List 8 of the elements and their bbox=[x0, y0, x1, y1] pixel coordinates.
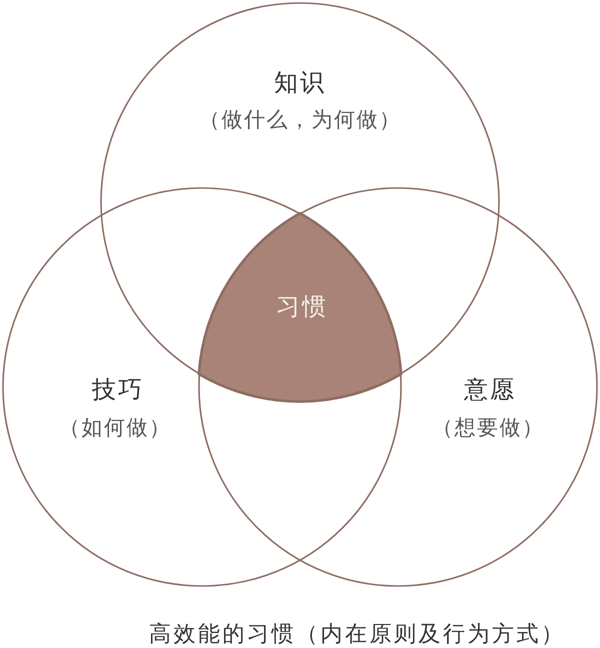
set-label: 意愿 bbox=[464, 376, 516, 404]
set-label: 知识 bbox=[274, 68, 326, 98]
set-description: （做什么，为何做） bbox=[198, 107, 402, 133]
caption: 高效能的习惯（内在原则及行为方式） bbox=[148, 621, 566, 648]
set-description: （如何做） bbox=[58, 415, 172, 441]
set-label: 技巧 bbox=[92, 376, 144, 404]
set-description: （想要做） bbox=[432, 415, 544, 441]
intersection-label: 习惯 bbox=[276, 292, 328, 322]
